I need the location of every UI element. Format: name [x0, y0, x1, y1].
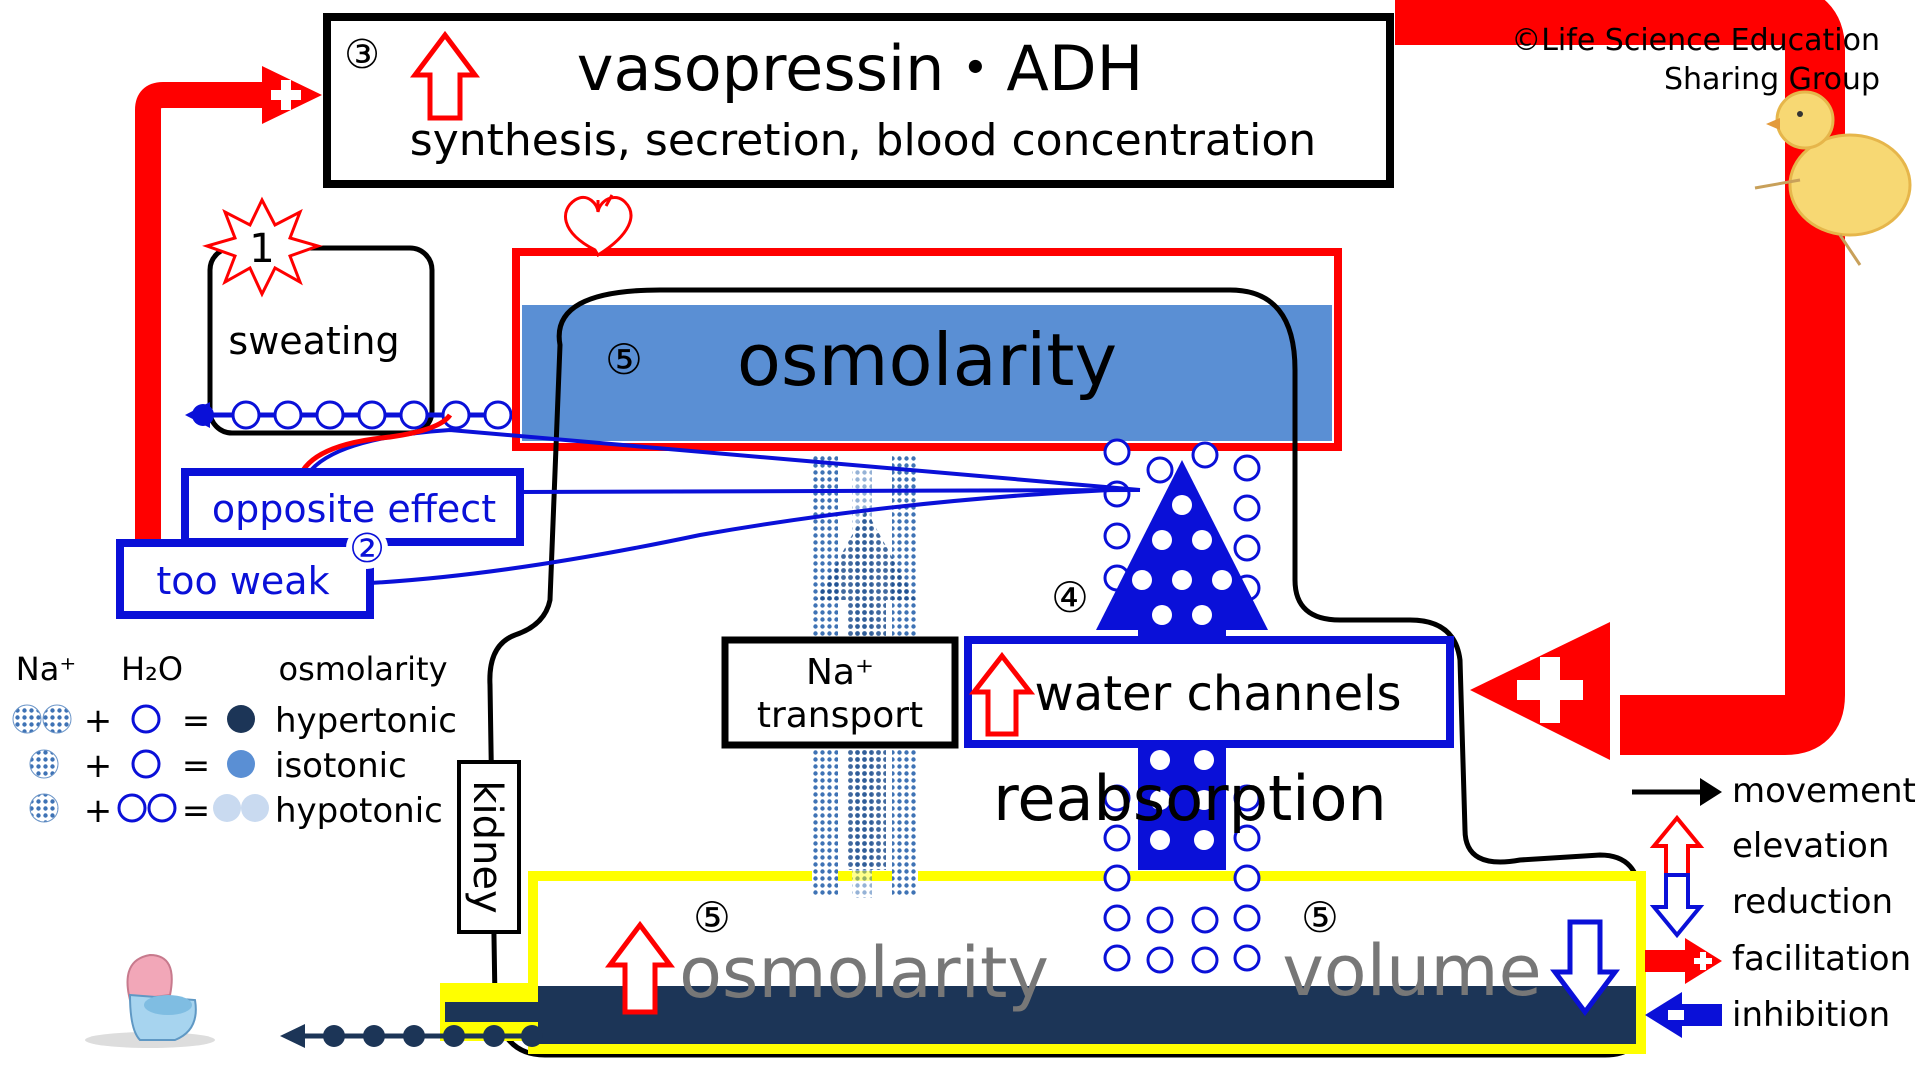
- legend-equals: =: [182, 791, 211, 831]
- adh-box: ③ vasopressin・ADH synthesis, secretion, …: [323, 13, 1394, 188]
- reabsorption-label: reabsorption: [993, 762, 1386, 835]
- adh-box-number: ③: [344, 32, 380, 78]
- na-transport-line1: Na⁺: [806, 652, 874, 693]
- isotonic-dot-icon: [227, 750, 255, 778]
- water-circle-icon: [131, 749, 161, 779]
- legend-label-hypertonic: hypertonic: [275, 701, 457, 741]
- hypotonic-dot-icon: [241, 794, 269, 822]
- kidney-outline: [487, 287, 1643, 1058]
- adh-subtitle: synthesis, secretion, blood concentratio…: [410, 115, 1316, 166]
- legend-inhibition: inhibition: [1732, 995, 1890, 1035]
- na-transport-line2: transport: [757, 695, 923, 736]
- kidney-label: kidney: [464, 780, 510, 913]
- reduction-legend-icon: [1649, 873, 1705, 939]
- na-dot-icon: [29, 749, 59, 779]
- urine-volume-reduction-icon: [1550, 919, 1620, 1017]
- water-circle-icon: [117, 793, 147, 823]
- toilet-icon: [85, 953, 215, 1048]
- na-dot-icon: [42, 704, 72, 734]
- urine-osmolarity-number: ⑤: [693, 893, 731, 942]
- sweating-box: 1 sweating: [202, 196, 435, 436]
- sweating-number: 1: [249, 226, 274, 272]
- legend-plus: +: [84, 746, 113, 786]
- facilitation-loop-right: [1395, 0, 1845, 755]
- channels-number: ④: [1051, 573, 1089, 622]
- legend-equals: =: [182, 701, 211, 741]
- facilitation-legend-icon: [1645, 938, 1722, 984]
- urine-compartment: ⑤ osmolarity ⑤ volume: [528, 871, 1646, 1054]
- solution-legend: Na⁺ H₂O osmolarity + = hypertonic + = is…: [12, 650, 457, 831]
- urine-osmolarity-label: osmolarity: [679, 932, 1049, 1014]
- elevation-legend-icon: [1649, 814, 1705, 880]
- na-transport-box: Na⁺ transport: [721, 636, 959, 749]
- hypotonic-dot-icon: [213, 794, 241, 822]
- copyright-line2: Sharing Group: [1664, 62, 1880, 97]
- opposite-effect-label: opposite effect: [212, 487, 496, 531]
- too-weak-label: too weak: [156, 559, 329, 603]
- kidney-label-box: kidney: [457, 760, 521, 934]
- na-dot-icon: [29, 793, 59, 823]
- sweating-label: sweating: [228, 319, 399, 363]
- chick-icon: [1754, 90, 1912, 266]
- legend-header-na: Na⁺: [16, 650, 76, 688]
- blood-number: ⑤: [605, 335, 643, 384]
- urine-volume-number: ⑤: [1301, 893, 1339, 942]
- inhibition-legend-icon: [1645, 992, 1722, 1038]
- legend-movement: movement: [1732, 771, 1916, 811]
- legend-header-h2o: H₂O: [121, 650, 183, 688]
- symbol-legend: movement elevation reduction facilitatio…: [1632, 771, 1916, 1038]
- na-dot-icon: [12, 704, 42, 734]
- legend-plus: +: [84, 791, 113, 831]
- water-circle-icon: [131, 704, 161, 734]
- adh-title: vasopressin・ADH: [577, 32, 1143, 105]
- elevation-arrow-icon: [410, 30, 480, 121]
- big-facilitation-arrow: [1470, 622, 1610, 760]
- legend-reduction: reduction: [1732, 882, 1893, 922]
- hypertonic-dot-icon: [227, 705, 255, 733]
- urine-volume-label: volume: [1282, 930, 1541, 1012]
- water-circle-icon: [147, 793, 177, 823]
- sweat-water-arrow: [185, 400, 513, 430]
- legend-label-hypotonic: hypotonic: [275, 791, 443, 831]
- legend-label-isotonic: isotonic: [275, 746, 407, 786]
- copyright-line1: ©Life Science Education: [1511, 23, 1880, 58]
- movement-arrow-icon: [1632, 778, 1722, 806]
- urine-osmolarity-elevation-icon: [605, 920, 675, 1015]
- feedback-number: ②: [349, 526, 385, 572]
- blood-compartment: ⑤ osmolarity: [512, 248, 1342, 451]
- legend-elevation: elevation: [1732, 826, 1889, 866]
- legend-equals: =: [182, 746, 211, 786]
- starburst-icon: [202, 196, 323, 298]
- too-weak-box: too weak ②: [116, 526, 388, 619]
- urine-outlet: [280, 983, 543, 1048]
- legend-header-osm: osmolarity: [278, 650, 447, 688]
- legend-facilitation: facilitation: [1732, 939, 1911, 979]
- water-channels-elevation-icon: [968, 651, 1036, 737]
- heart-icon: [564, 194, 633, 258]
- water-channels-box: water channels: [964, 636, 1454, 748]
- legend-plus: +: [84, 701, 113, 741]
- facilitation-loop-left: [135, 66, 322, 540]
- water-channels-label: water channels: [1035, 666, 1402, 722]
- blood-osmolarity-label: osmolarity: [737, 318, 1117, 402]
